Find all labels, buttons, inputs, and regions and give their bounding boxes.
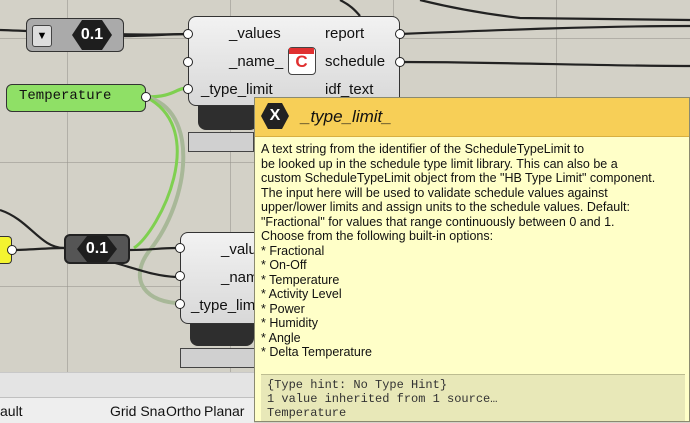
input-name[interactable]: _name_ bbox=[229, 53, 284, 70]
tooltip-type-hint: {Type hint: No Type Hint} 1 value inheri… bbox=[261, 374, 685, 421]
type-limit-icon: X bbox=[261, 103, 289, 129]
status-planar[interactable]: Planar bbox=[204, 403, 245, 419]
grip-mid-in-1[interactable] bbox=[175, 243, 185, 253]
schedule-calendar-icon: C bbox=[288, 47, 316, 75]
grip-mid-in-2[interactable] bbox=[175, 271, 185, 281]
output-idf-text[interactable]: idf_text bbox=[325, 81, 374, 98]
status-ortho[interactable]: Ortho bbox=[166, 403, 202, 419]
status-grid-snap[interactable]: Grid Sna bbox=[110, 403, 166, 419]
panel-output-grip[interactable] bbox=[141, 92, 151, 102]
tooltip-header: X _type_limit_ bbox=[255, 98, 689, 137]
number-slider-mid-value: 0.1 bbox=[77, 236, 117, 262]
grip-top-in-2[interactable] bbox=[183, 57, 193, 67]
status-bar: ault Grid Sna Ortho Planar bbox=[0, 372, 254, 423]
slider-toggle-icon[interactable]: ▼ bbox=[32, 25, 52, 47]
input-values[interactable]: _values bbox=[229, 25, 281, 42]
yellow-panel-grip[interactable] bbox=[7, 245, 17, 255]
grip-top-out-2[interactable] bbox=[395, 57, 405, 67]
temperature-panel-text: Temperature bbox=[19, 88, 112, 104]
mid-input-values[interactable]: _valu bbox=[221, 241, 257, 258]
component-top-subpanel bbox=[188, 132, 254, 152]
grip-top-out-1[interactable] bbox=[395, 29, 405, 39]
grip-mid-in-3[interactable] bbox=[175, 299, 185, 309]
schedule-component-top[interactable]: _values _name_ _type_limit report schedu… bbox=[188, 16, 400, 106]
output-report[interactable]: report bbox=[325, 25, 365, 42]
component-top-bar bbox=[198, 106, 258, 130]
number-slider-value: 0.1 bbox=[72, 20, 112, 50]
temperature-panel[interactable]: Temperature bbox=[6, 84, 146, 112]
inherited-value: Temperature bbox=[267, 406, 347, 420]
tooltip-description: A text string from the identifier of the… bbox=[261, 142, 656, 359]
inherited-values-line: 1 value inherited from 1 source… bbox=[267, 392, 498, 406]
status-bar-top-row bbox=[0, 373, 254, 398]
tooltip-popup: X _type_limit_ A text string from the id… bbox=[254, 97, 690, 422]
mid-input-type-limit[interactable]: _type_lim bbox=[191, 297, 256, 314]
number-slider-top[interactable]: ▼ 0.1 bbox=[26, 18, 124, 52]
tooltip-title: _type_limit_ bbox=[301, 107, 392, 126]
grip-top-in-1[interactable] bbox=[183, 29, 193, 39]
number-slider-mid[interactable]: 0.1 bbox=[64, 234, 130, 264]
output-schedule[interactable]: schedule bbox=[325, 53, 386, 70]
input-type-limit[interactable]: _type_limit bbox=[201, 81, 273, 98]
schedule-component-mid[interactable]: _valu _nam _type_lim bbox=[180, 232, 259, 324]
status-default[interactable]: ault bbox=[0, 403, 23, 419]
type-hint-line: {Type hint: No Type Hint} bbox=[267, 378, 448, 392]
mid-input-name[interactable]: _nam bbox=[221, 269, 259, 286]
component-mid-subpanel bbox=[180, 348, 256, 368]
grip-top-in-3[interactable] bbox=[183, 84, 193, 94]
component-mid-bar bbox=[190, 324, 254, 346]
